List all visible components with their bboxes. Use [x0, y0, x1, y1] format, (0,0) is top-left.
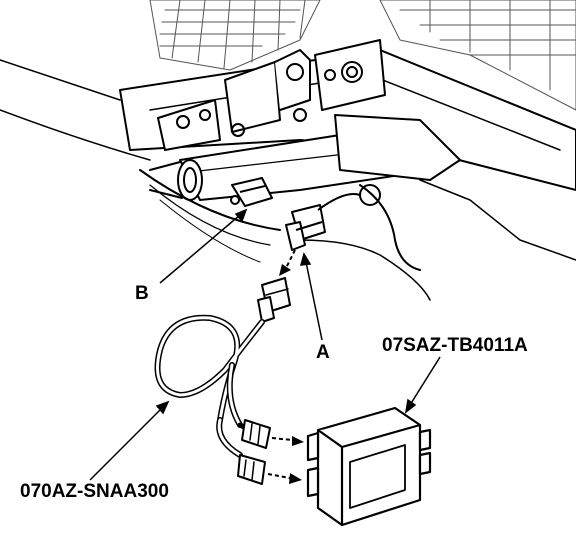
callout-a-label: A [316, 342, 330, 363]
harness-part-number-label: 070AZ-SNAA300 [20, 481, 169, 502]
connector-b [230, 177, 273, 207]
leader-lines [89, 208, 441, 481]
callout-b-label: B [135, 283, 149, 304]
wire-harness [154, 277, 291, 485]
dash-panel-grid-right [379, 0, 576, 111]
connect-arrows-unit [267, 436, 304, 484]
connector-a [285, 193, 361, 251]
control-unit [306, 406, 432, 527]
vehicle-structure-illustration [0, 0, 576, 301]
connect-arrow-a [279, 249, 296, 276]
unit-part-number-label: 07SAZ-TB4011A [382, 335, 528, 356]
dash-panel-grid [149, 0, 321, 71]
